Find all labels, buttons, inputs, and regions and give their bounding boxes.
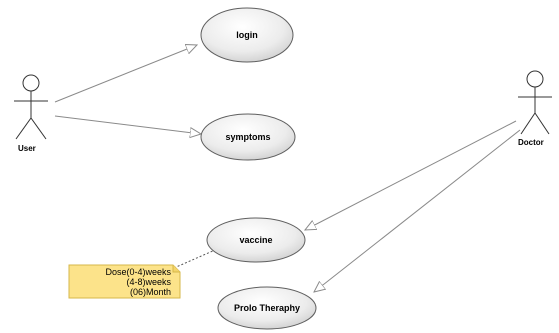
use-case-login-label: login <box>236 30 258 40</box>
actor-user <box>14 74 48 140</box>
association-doctor-vaccine <box>305 120 517 230</box>
actor-doctor-head <box>526 70 544 88</box>
note-line-1: Dose(0-4)weeks <box>105 267 171 277</box>
use-case-vaccine-label: vaccine <box>239 235 272 245</box>
actor-doctor-leg-right <box>534 112 550 135</box>
dose-note-box <box>68 264 181 299</box>
actor-doctor-label: Doctor <box>518 138 544 147</box>
association-doctor-prolo <box>314 129 521 292</box>
use-case-prolo-theraphy-label: Prolo Theraphy <box>234 303 300 313</box>
association-user-login <box>54 45 197 103</box>
use-case-login[interactable]: login <box>200 7 294 63</box>
dose-note: Dose(0-4)weeks (4-8)weeks (06)Month <box>68 264 181 299</box>
use-case-vaccine[interactable]: vaccine <box>206 217 306 263</box>
note-line-2: (4-8)weeks <box>126 277 171 287</box>
use-case-prolo-theraphy[interactable]: Prolo Theraphy <box>217 286 317 330</box>
use-case-symptoms[interactable]: symptoms <box>200 113 296 161</box>
associations <box>54 45 521 292</box>
actor-user-label: User <box>18 144 36 153</box>
actor-doctor-leg-left <box>520 112 536 135</box>
note-connector <box>173 249 216 269</box>
actor-user-leg-left <box>15 117 32 140</box>
actor-user-head <box>22 74 40 92</box>
actor-user-leg-right <box>30 117 47 140</box>
association-user-symptoms <box>54 115 201 134</box>
use-case-symptoms-label: symptoms <box>225 132 270 142</box>
dose-note-fold <box>172 265 180 273</box>
note-line-3: (06)Month <box>130 287 171 297</box>
actor-doctor <box>518 70 552 135</box>
